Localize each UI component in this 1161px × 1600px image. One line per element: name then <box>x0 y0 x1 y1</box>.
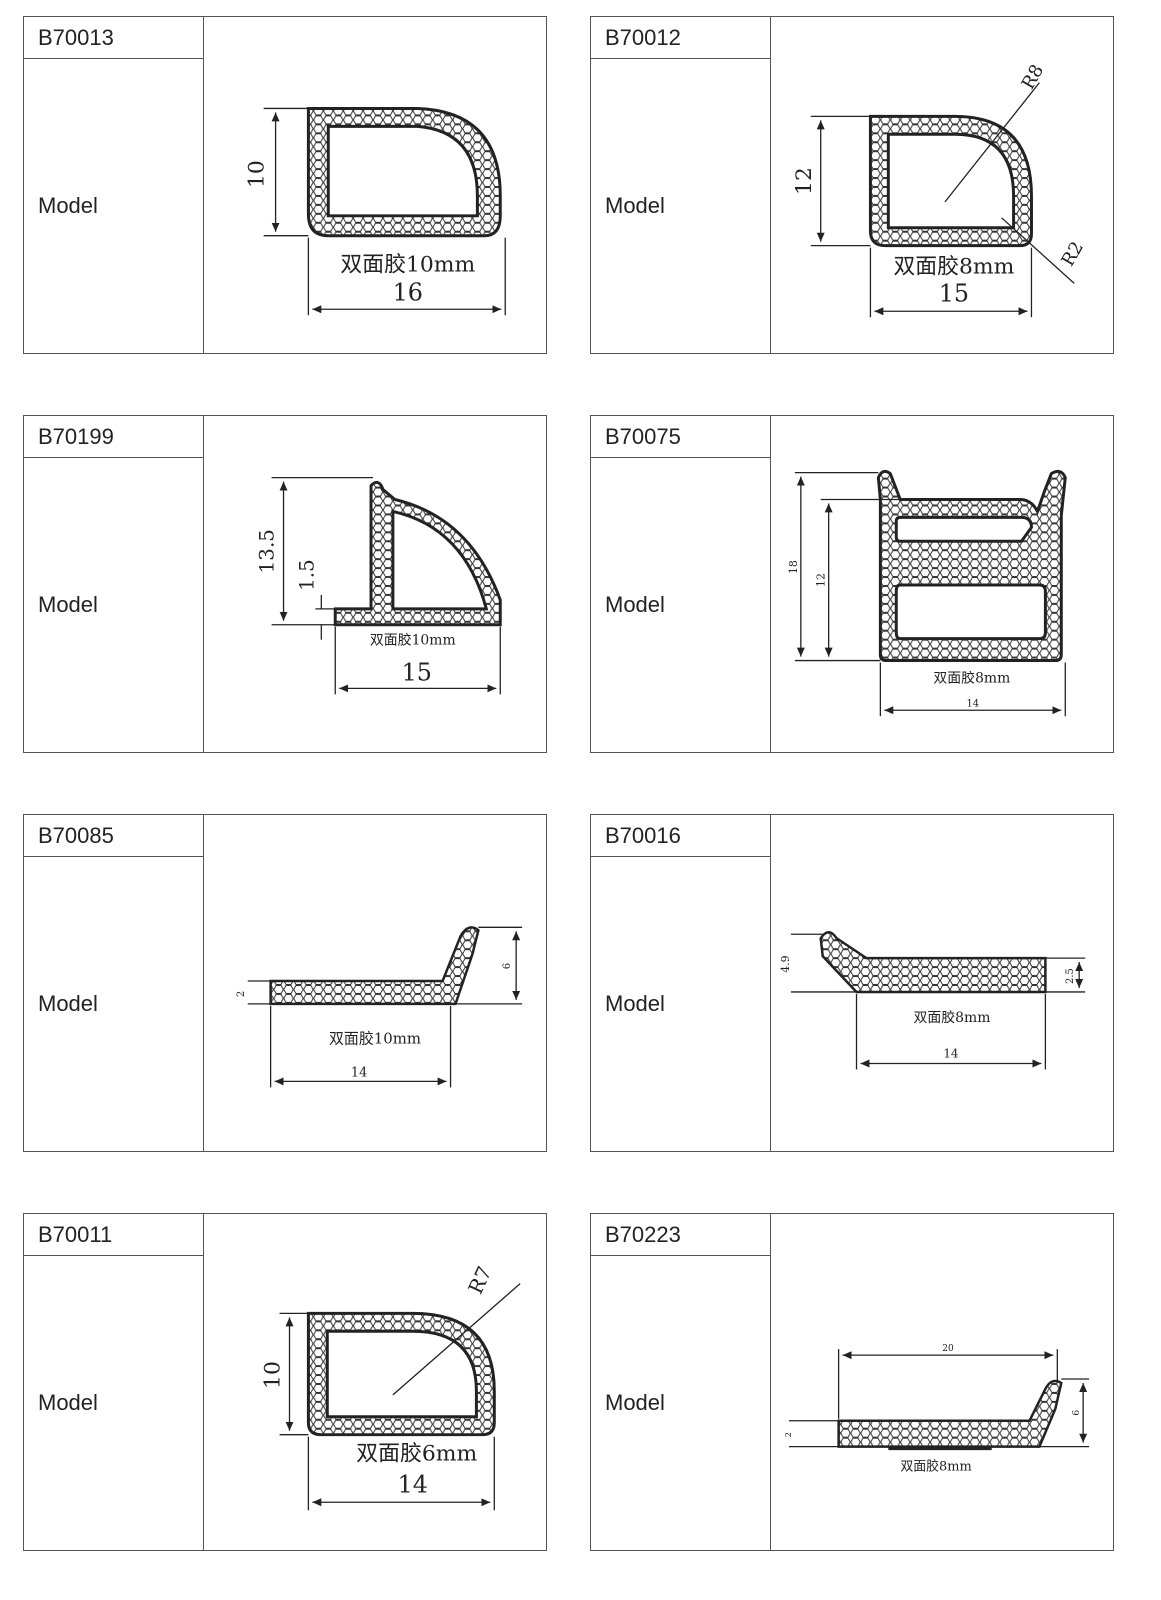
model-label-text: Model <box>605 1390 665 1415</box>
profile-card-b70199: B70199 Model 13.5 1.5 双面胶10mm 15 <box>23 415 547 753</box>
profile-card-b70016: B70016 Model 4.9 2.5 双面胶8mm 14 <box>590 814 1114 1152</box>
model-label-text: Model <box>38 193 98 218</box>
model-label: Model <box>591 1256 771 1550</box>
height-dimension: 4.9 <box>779 955 792 972</box>
profile-svg: R8 R2 12 双面胶8mm 15 <box>792 61 1088 318</box>
outer-radius: R8 <box>1018 61 1049 93</box>
profile-drawing: 18 12 双面胶8mm 14 <box>771 416 1113 752</box>
profile-card-b70012: B70012 Model R8 R2 12 双面胶8mm 15 <box>590 16 1114 354</box>
height-dimension: 12 <box>792 167 817 195</box>
tape-spec: 双面胶6mm <box>356 1442 477 1467</box>
profile-svg: 18 12 双面胶8mm 14 <box>787 469 1067 717</box>
tape-spec: 双面胶8mm <box>893 254 1014 279</box>
tape-spec: 双面胶8mm <box>933 669 1010 686</box>
profile-card-b70011: B70011 Model R7 10 双面胶6mm 14 <box>23 1213 547 1551</box>
tape-spec: 双面胶8mm <box>900 1458 971 1474</box>
model-code: B70011 <box>24 1214 204 1256</box>
height-dimension: 13.5 <box>256 529 279 573</box>
model-code: B70085 <box>24 815 204 857</box>
model-label-text: Model <box>38 991 98 1016</box>
width-dimension: 14 <box>966 698 979 709</box>
radius-dimension: R7 <box>464 1263 497 1298</box>
profile-svg: 20 2 6 双面胶8mm <box>784 1344 1090 1474</box>
model-label: Model <box>24 458 204 752</box>
model-code: B70016 <box>591 815 771 857</box>
profile-drawing: 4.9 2.5 双面胶8mm 14 <box>771 815 1113 1151</box>
model-label-text: Model <box>38 1390 98 1415</box>
model-label: Model <box>24 59 204 353</box>
profile-card-b70075: B70075 Model 18 12 双面胶8mm 14 <box>590 415 1114 753</box>
tape-spec: 双面胶8mm <box>913 1009 990 1026</box>
model-code: B70075 <box>591 416 771 458</box>
profile-svg: 2 6 双面胶10mm 14 <box>236 926 523 1088</box>
model-label: Model <box>24 857 204 1151</box>
width-dimension: 15 <box>402 658 432 686</box>
profile-drawing: 10 双面胶10mm 16 <box>204 17 546 353</box>
model-label: Model <box>591 458 771 752</box>
right-height-dimension: 2.5 <box>1065 968 1076 984</box>
profile-drawing: 13.5 1.5 双面胶10mm 15 <box>204 416 546 752</box>
width-dimension: 14 <box>351 1065 367 1080</box>
flange-height-dimension: 6 <box>1072 1410 1082 1416</box>
tape-spec: 双面胶10mm <box>370 632 456 649</box>
width-dimension: 14 <box>398 1470 428 1498</box>
model-label-text: Model <box>605 592 665 617</box>
profile-svg: 4.9 2.5 双面胶8mm 14 <box>779 931 1086 1070</box>
height-dimension: 10 <box>245 160 270 188</box>
model-label-text: Model <box>605 193 665 218</box>
profile-svg: 13.5 1.5 双面胶10mm 15 <box>256 476 502 695</box>
model-code: B70012 <box>591 17 771 59</box>
height-dimension: 2 <box>236 991 247 997</box>
height-dimension: 10 <box>261 1361 286 1389</box>
width-dimension: 20 <box>942 1344 954 1354</box>
tape-spec: 双面胶10mm <box>329 1030 421 1048</box>
profile-svg: R7 10 双面胶6mm 14 <box>261 1263 521 1511</box>
profile-svg: 10 双面胶10mm 16 <box>245 106 506 316</box>
model-code: B70223 <box>591 1214 771 1256</box>
profile-card-b70013: B70013 Model 10 双面胶10mm 16 <box>23 16 547 354</box>
width-dimension: 14 <box>943 1047 958 1061</box>
height-dimension: 18 <box>787 560 800 574</box>
model-code: B70013 <box>24 17 204 59</box>
height-dimension: 2 <box>784 1432 793 1437</box>
model-code: B70199 <box>24 416 204 458</box>
lip-dimension: 1.5 <box>295 559 318 591</box>
profile-drawing: R8 R2 12 双面胶8mm 15 <box>771 17 1113 353</box>
model-label-text: Model <box>38 592 98 617</box>
inner-height-dimension: 12 <box>815 573 828 587</box>
profile-card-b70085: B70085 Model 2 6 双面胶10mm 14 <box>23 814 547 1152</box>
profile-card-b70223: B70223 Model 20 2 6 双面胶8mm <box>590 1213 1114 1551</box>
model-label-text: Model <box>605 991 665 1016</box>
width-dimension: 15 <box>939 279 969 307</box>
tape-spec: 双面胶10mm <box>340 252 475 277</box>
profile-drawing: R7 10 双面胶6mm 14 <box>204 1214 546 1550</box>
profile-drawing: 20 2 6 双面胶8mm <box>771 1214 1113 1550</box>
flange-height-dimension: 6 <box>502 963 513 969</box>
profile-drawing: 2 6 双面胶10mm 14 <box>204 815 546 1151</box>
inner-radius: R2 <box>1057 238 1088 270</box>
model-label: Model <box>24 1256 204 1550</box>
model-label: Model <box>591 59 771 353</box>
model-label: Model <box>591 857 771 1151</box>
width-dimension: 16 <box>393 278 423 306</box>
